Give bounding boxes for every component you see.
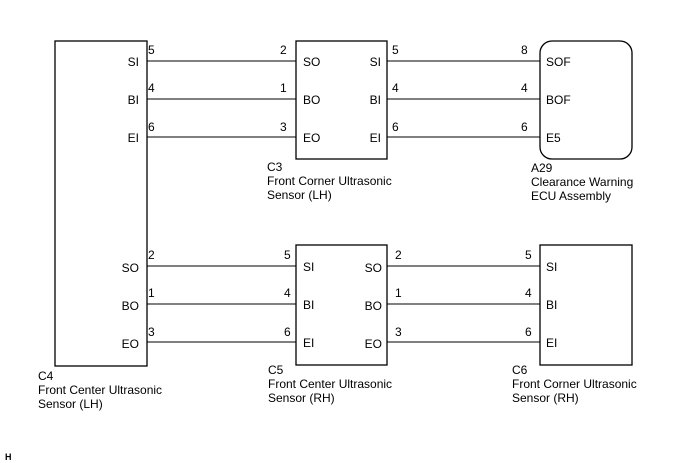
terminal-label: BO [303, 93, 320, 107]
terminal-label: SO [122, 261, 139, 275]
c6-name-line2: Sensor (RH) [512, 391, 579, 405]
c5-box [295, 244, 388, 366]
corner-mark: H [5, 452, 12, 462]
a29-box [539, 40, 633, 160]
terminal-label: EI [128, 131, 139, 145]
pin-number: 5 [148, 43, 155, 57]
terminal-label: EO [303, 131, 320, 145]
c3-name-line2: Sensor (LH) [267, 188, 332, 202]
c4-id: C4 [38, 369, 54, 383]
a29-name-line2: ECU Assembly [531, 189, 611, 203]
c6-name-line1: Front Corner Ultrasonic [512, 377, 637, 391]
c4-name-line2: Sensor (LH) [38, 397, 103, 411]
pin-number: 4 [392, 81, 399, 95]
c4-box [54, 40, 148, 367]
pin-number: 4 [525, 286, 532, 300]
pin-number: 4 [148, 81, 155, 95]
terminal-label: EI [303, 336, 314, 350]
c3-id: C3 [267, 160, 283, 174]
pin-number: 4 [521, 81, 528, 95]
c3-name-line1: Front Corner Ultrasonic [267, 174, 392, 188]
pin-number: 5 [392, 43, 399, 57]
terminal-label: BI [370, 93, 381, 107]
pin-number: 6 [392, 120, 399, 134]
terminal-label: EO [122, 337, 139, 351]
terminal-label: BI [303, 298, 314, 312]
pin-number: 4 [284, 286, 291, 300]
terminal-label: SO [365, 261, 382, 275]
terminal-label: BI [546, 298, 557, 312]
pin-number: 1 [280, 81, 287, 95]
pin-number: 2 [148, 248, 155, 262]
a29-id: A29 [531, 161, 553, 175]
terminal-label: BOF [546, 93, 571, 107]
terminal-label: SO [303, 55, 320, 69]
pin-number: 5 [525, 248, 532, 262]
terminal-label: SI [128, 55, 139, 69]
terminal-label: EI [546, 336, 557, 350]
pin-number: 5 [284, 248, 291, 262]
c6-box [539, 244, 633, 366]
terminal-label: SI [370, 55, 381, 69]
pin-number: 1 [148, 286, 155, 300]
pin-number: 2 [395, 248, 402, 262]
terminal-label: BO [365, 299, 382, 313]
pin-number: 6 [284, 325, 291, 339]
a29-name-line1: Clearance Warning [531, 175, 633, 189]
pin-number: 2 [280, 43, 287, 57]
terminal-label: BO [122, 299, 139, 313]
terminal-label: SI [546, 260, 557, 274]
c5-name-line1: Front Center Ultrasonic [268, 377, 392, 391]
pin-number: 3 [280, 120, 287, 134]
pin-number: 1 [395, 286, 402, 300]
pin-number: 6 [525, 325, 532, 339]
c6-id: C6 [512, 363, 528, 377]
terminal-label: EO [365, 337, 382, 351]
c5-id: C5 [268, 363, 284, 377]
pin-number: 6 [148, 120, 155, 134]
terminal-label: SOF [546, 55, 571, 69]
pin-number: 8 [521, 43, 528, 57]
c5-name-line2: Sensor (RH) [268, 391, 335, 405]
pin-number: 6 [521, 120, 528, 134]
terminal-label: BI [128, 93, 139, 107]
c3-box [295, 40, 388, 160]
pin-number: 3 [395, 325, 402, 339]
terminal-label: SI [303, 260, 314, 274]
c4-name-line1: Front Center Ultrasonic [38, 383, 162, 397]
pin-number: 3 [148, 325, 155, 339]
terminal-label: E5 [546, 131, 561, 145]
terminal-label: EI [370, 131, 381, 145]
